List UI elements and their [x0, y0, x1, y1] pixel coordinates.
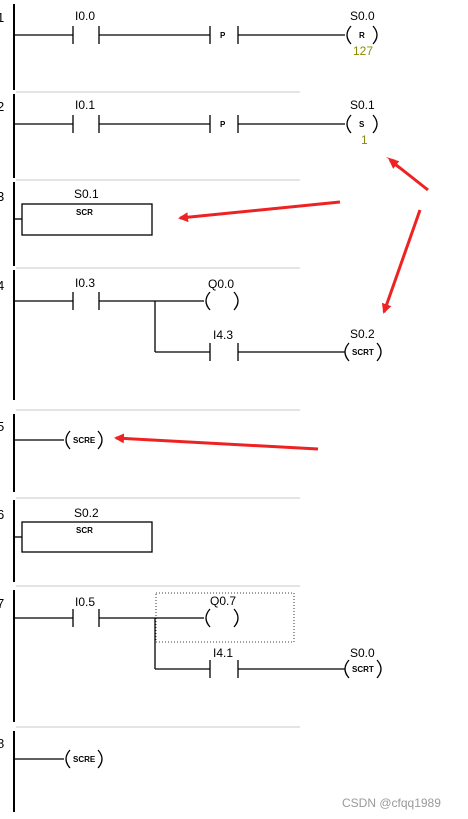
contact-no[interactable] [72, 292, 100, 310]
scrt-coil[interactable]: SCRT [344, 659, 382, 679]
box-type: SCR [76, 526, 93, 535]
network-number: 7 [0, 596, 4, 611]
coil-address: S0.0 [350, 9, 375, 23]
network-1[interactable]: 1 I0.0 P R S0.0 127 [0, 4, 378, 93]
network-6[interactable]: 6 SCR S0.2 [0, 500, 300, 587]
scrt-coil[interactable]: SCRT [344, 342, 382, 362]
network-3[interactable]: 3 SCR S0.1 [0, 182, 300, 269]
branch-contact-address: I4.3 [213, 328, 233, 342]
contact-address: I0.0 [75, 9, 95, 23]
branch-contact-address: I4.1 [213, 646, 233, 660]
network-number: 2 [0, 99, 4, 114]
network-4[interactable]: 4 I0.3 Q0.0 I4.3 SCRT S0.2 [0, 270, 382, 411]
coil-type: SCRE [73, 436, 96, 445]
contact-no[interactable] [209, 343, 239, 361]
branch-coil-address: S0.0 [350, 646, 375, 660]
positive-edge[interactable]: P [209, 115, 239, 133]
coil-address: S0.1 [350, 98, 375, 112]
coil-type: R [359, 31, 365, 40]
network-number: 6 [0, 507, 4, 522]
network-number: 8 [0, 736, 4, 751]
annotation-arrow [178, 200, 341, 223]
contact-address: I0.5 [75, 595, 95, 609]
coil-count: 1 [361, 133, 368, 147]
scr-box[interactable]: SCR [21, 203, 153, 236]
watermark: CSDN @cfqq1989 [342, 796, 441, 810]
scre-coil[interactable]: SCRE [65, 749, 103, 769]
network-number: 1 [0, 10, 4, 25]
annotation-arrow [388, 158, 429, 192]
box-address: S0.1 [74, 187, 99, 201]
network-2[interactable]: 2 I0.1 P S S0.1 1 [0, 94, 378, 181]
coil-count: 127 [353, 44, 373, 58]
coil-type: SCRE [73, 755, 96, 764]
coil-type: SCRT [352, 348, 374, 357]
coil-address: Q0.7 [210, 594, 236, 608]
selection-frame [155, 592, 295, 643]
edge-label: P [220, 31, 226, 40]
box-address: S0.2 [74, 506, 99, 520]
network-7[interactable]: 7 I0.5 Q0.7 I4.1 SCRT S0.0 [0, 590, 382, 728]
coil-type: S [359, 120, 365, 129]
annotation-arrows [114, 157, 429, 451]
network-number: 3 [0, 189, 4, 204]
annotation-arrow [381, 209, 422, 314]
box-type: SCR [76, 208, 93, 217]
network-5[interactable]: 5 SCRE [0, 414, 300, 499]
coil-address: Q0.0 [208, 277, 234, 291]
network-number: 4 [0, 278, 4, 293]
output-coil[interactable] [205, 608, 239, 628]
contact-no[interactable] [72, 609, 100, 627]
contact-no[interactable] [72, 26, 100, 44]
network-number: 5 [0, 419, 4, 434]
scr-box[interactable]: SCR [21, 521, 153, 553]
scre-coil[interactable]: SCRE [65, 430, 103, 450]
annotation-arrow [114, 433, 319, 451]
coil[interactable]: S [346, 114, 378, 134]
output-coil[interactable] [205, 291, 239, 311]
network-8[interactable]: 8 SCRE [0, 731, 103, 812]
contact-no[interactable] [209, 660, 239, 678]
branch-coil-address: S0.2 [350, 327, 375, 341]
positive-edge[interactable]: P [209, 26, 239, 44]
contact-no[interactable] [72, 115, 100, 133]
edge-label: P [220, 120, 226, 129]
contact-address: I0.3 [75, 276, 95, 290]
coil[interactable]: R [346, 25, 378, 45]
contact-address: I0.1 [75, 98, 95, 112]
coil-type: SCRT [352, 665, 374, 674]
